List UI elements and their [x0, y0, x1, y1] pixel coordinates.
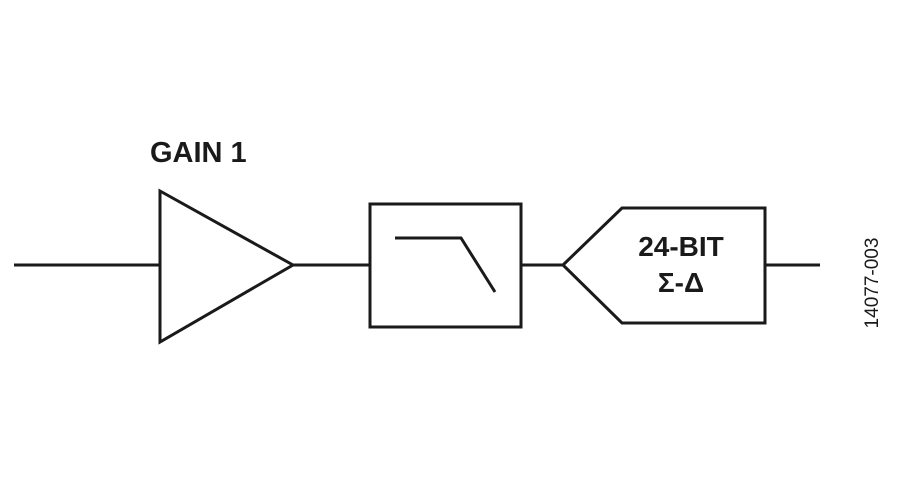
adc-label-line2: Σ-Δ — [658, 267, 704, 298]
adc-label-line1: 24-BIT — [638, 231, 724, 262]
figure-id: 14077-003 — [862, 238, 883, 329]
sigma-delta-adc-block — [560, 206, 767, 325]
gain-label: GAIN 1 — [150, 137, 247, 169]
lowpass-filter-icon — [395, 236, 497, 293]
gain-amplifier-triangle — [158, 188, 297, 345]
lowpass-filter-box — [368, 202, 523, 329]
